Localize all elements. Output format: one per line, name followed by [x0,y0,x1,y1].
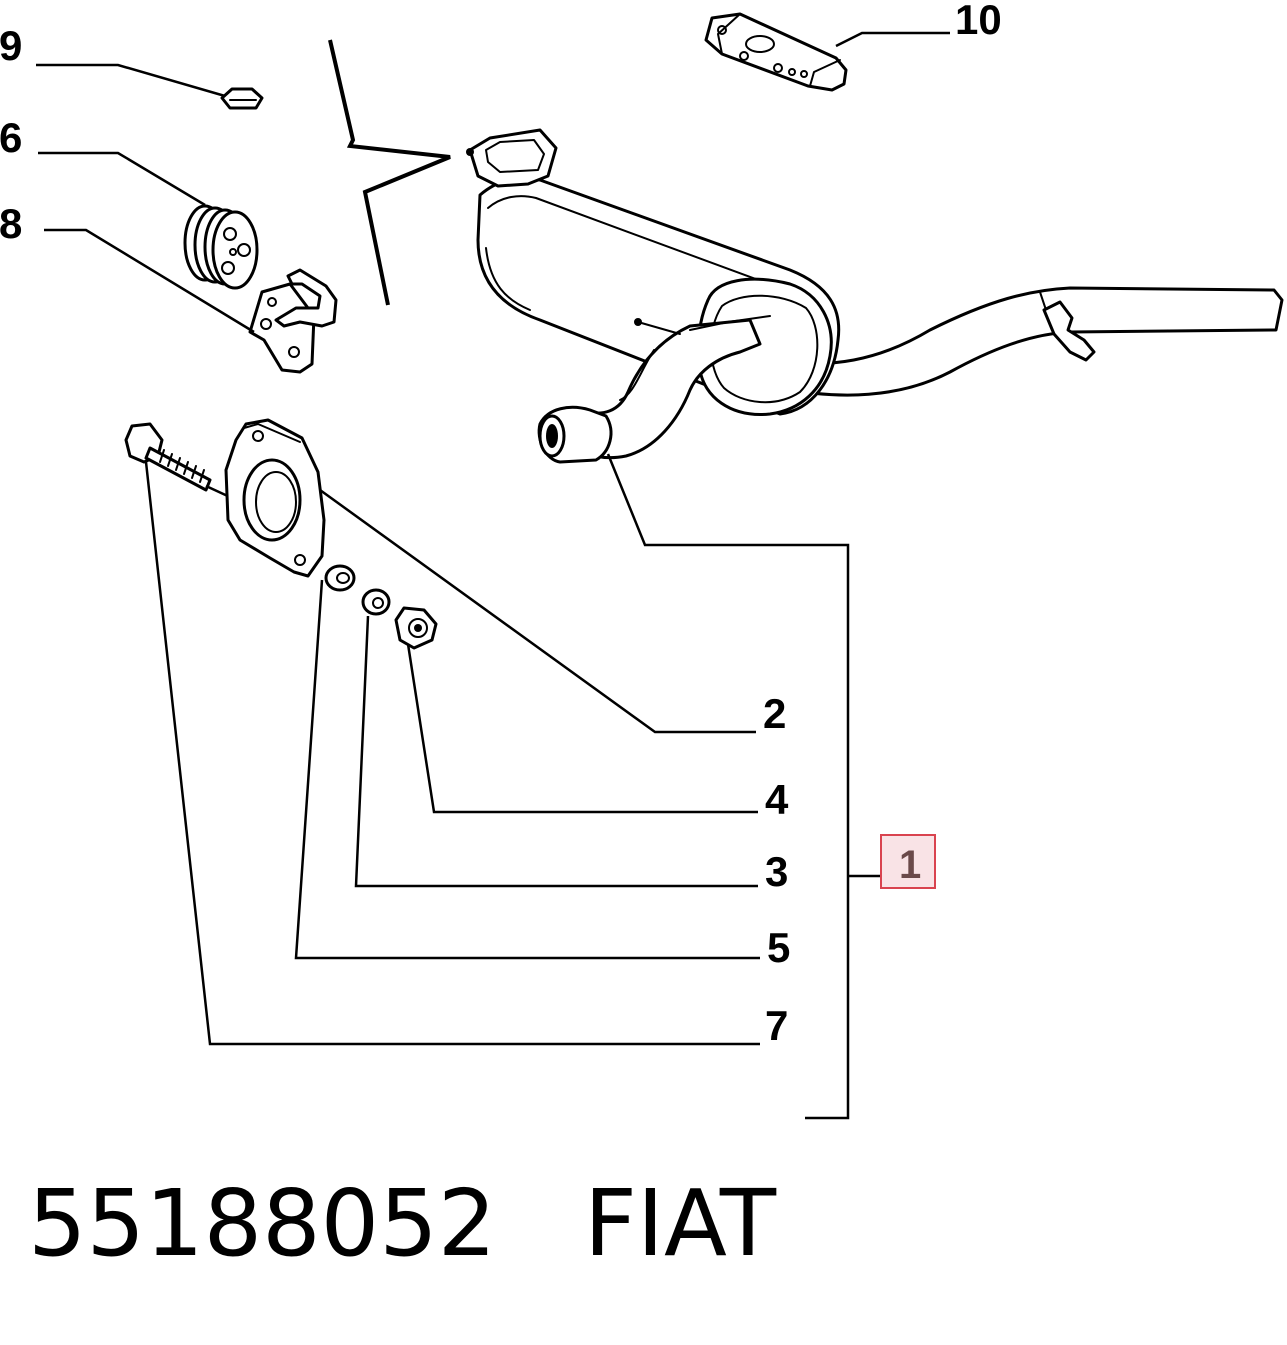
callout-3: 3 [765,848,788,895]
bracket-part-8[interactable] [248,268,338,374]
leader-8 [44,228,255,334]
callout-1-highlight[interactable]: 1 [880,834,936,889]
callout-labels: 9 6 8 10 2 4 3 5 7 [0,0,1002,1049]
spring-washer-part-3[interactable] [361,588,391,616]
washer-part-5[interactable] [324,564,356,592]
rubber-hanger-part-10[interactable] [704,12,848,92]
leader-9 [36,63,226,98]
flange-gasket-part-2[interactable] [224,418,326,578]
callout-6: 6 [0,114,22,161]
callout-10: 10 [955,0,1002,43]
leader-1-top [606,453,850,1120]
nut-part-9[interactable] [220,87,264,110]
leader-2 [319,488,756,734]
footer-caption: 55188052 FIAT [28,1178,776,1270]
leader-7 [144,461,760,1046]
callout-1: 1 [899,843,921,887]
leader-6 [38,151,206,207]
rubber-ring-part-6[interactable] [183,204,259,290]
leader-5 [294,579,760,960]
callout-7: 7 [765,1002,788,1049]
bolt-part-7[interactable] [124,422,233,500]
callout-8: 8 [0,200,22,247]
callout-9: 9 [0,22,22,69]
callout-4: 4 [765,776,789,823]
leader-10 [835,31,950,48]
brand-name: FIAT [584,1170,777,1277]
callout-2: 2 [763,690,786,737]
rear-muffler-part-1[interactable] [466,128,1284,464]
leader-3 [354,615,758,888]
leader-lines [36,31,950,1120]
leader-4 [406,643,758,814]
nut-part-4[interactable] [394,606,438,650]
callout-5: 5 [767,924,790,971]
part-number: 55188052 [28,1170,497,1277]
break-line [328,39,451,306]
